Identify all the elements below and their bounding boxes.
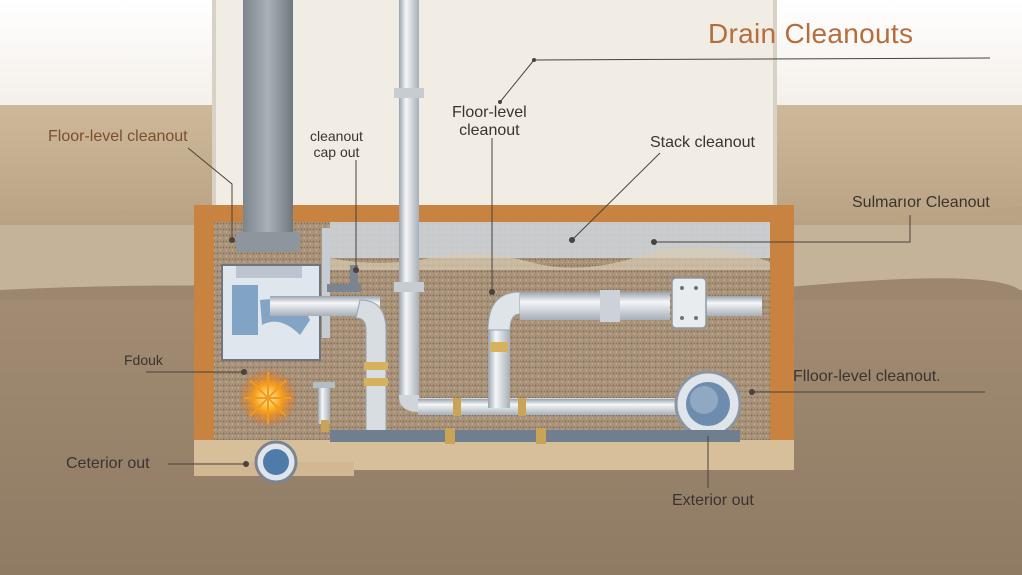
leader-lines: [146, 57, 991, 488]
bottom-drain-pipe: [418, 399, 680, 415]
house-wall: [212, 0, 777, 226]
main-stack-pipe: [243, 0, 293, 250]
label-fdouk: Fdouk: [124, 352, 163, 368]
label-floor-level-cleanout-center: Floor-level cleanout: [452, 104, 527, 140]
label-floor-level-cleanout-left: Floor-level cleanout: [48, 128, 188, 145]
label-floor-level-cleanout-right: Flloor-level cleanout.: [793, 368, 941, 385]
label-ceterior-out: Ceterior out: [66, 455, 150, 472]
label-exterior-out: Exterior out: [672, 492, 754, 509]
stack-cleanout-fitting: [671, 277, 707, 329]
label-cleanout-cap-out: cleanout cap out: [310, 128, 363, 161]
label-sulmarior-cleanout: Sulmarıor Cleanout: [852, 194, 990, 211]
floor-level-vertical-pipe: [399, 0, 419, 405]
trap-outlet-pipe: [270, 296, 380, 316]
label-stack-cleanout: Stack cleanout: [650, 134, 755, 151]
sewer-main: [330, 430, 740, 442]
diagram-title: Drain Cleanouts: [708, 18, 914, 49]
stack-cleanout-pipe: [520, 292, 670, 320]
